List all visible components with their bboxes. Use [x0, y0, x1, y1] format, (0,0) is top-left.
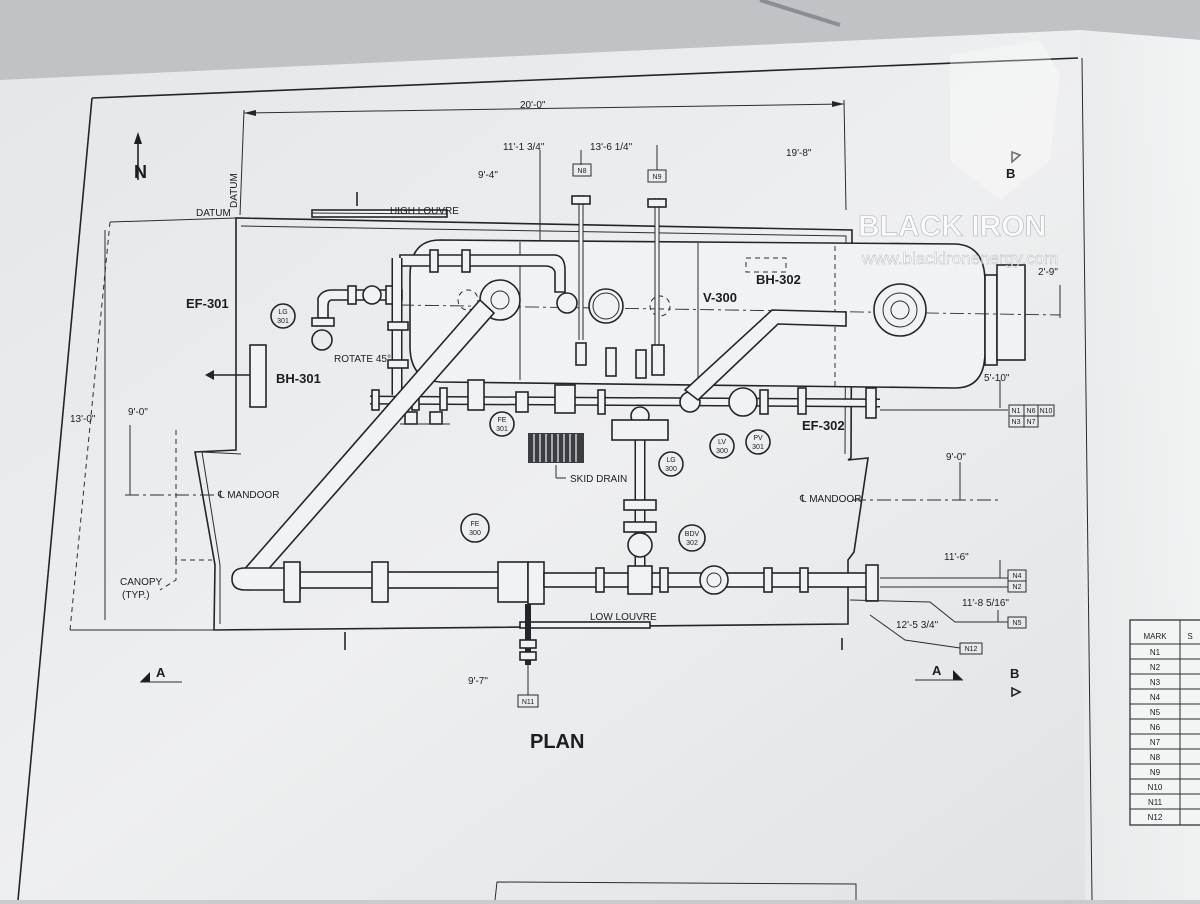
- inst-bdv302-tag: BDV: [685, 531, 700, 538]
- table-header-mark: MARK: [1143, 632, 1167, 641]
- canopy-label: CANOPY: [120, 577, 163, 588]
- table-row: N8: [1150, 753, 1161, 762]
- dim-overall: 20'-0": [520, 100, 546, 111]
- inst-fe300-num: 300: [469, 530, 481, 537]
- table-row: N2: [1150, 663, 1161, 672]
- nozzle-n2: N2: [1013, 584, 1022, 591]
- dim-n9: 13'-6 1/4": [590, 142, 633, 153]
- section-a-right: A: [932, 663, 942, 678]
- inst-lv300-num: 300: [716, 448, 728, 455]
- nozzle-n5: N5: [1013, 620, 1022, 627]
- nozzle-schedule-table: [1129, 619, 1200, 826]
- section-a-left: A: [156, 665, 166, 680]
- bottom-header-pipe: [299, 571, 501, 589]
- nozzle-n9: N9: [653, 174, 662, 181]
- nozzle-n11: N11: [522, 699, 534, 706]
- dim-right-mandoor: 9'-0": [946, 452, 966, 463]
- section-b-top: B: [1006, 166, 1015, 181]
- dim-right-side: 2'-9": [1038, 267, 1058, 278]
- nozzle-n10: N10: [1040, 408, 1053, 415]
- datum-horizontal-label: DATUM: [196, 208, 231, 219]
- nozzle-n1: N1: [1012, 408, 1021, 415]
- inst-fe300-tag: FE: [471, 521, 480, 528]
- v300-label: V-300: [703, 290, 737, 305]
- table-row: N1: [1150, 648, 1161, 657]
- high-louvre-label: HIGH LOUVRE: [390, 206, 459, 217]
- low-louvre-label: LOW LOUVRE: [590, 612, 657, 623]
- skid-drain-grate: [528, 433, 584, 463]
- watermark-url: www.blackironenergy.com: [861, 249, 1058, 268]
- inst-lg301-num: 301: [277, 318, 289, 325]
- table-header-s: S: [1187, 632, 1192, 641]
- inst-lg300-num: 300: [665, 466, 677, 473]
- table-row: N9: [1150, 768, 1161, 777]
- section-b-bottom: B: [1010, 666, 1019, 681]
- skid-drain-label: SKID DRAIN: [570, 474, 627, 485]
- dim-left-mandoor: 9'-0": [128, 407, 148, 418]
- diagonal-pipe-right: [683, 309, 847, 402]
- dim-right-n12: 12'-5 3/4": [896, 620, 939, 631]
- dim-bottom-n11: 9'-7": [468, 676, 488, 687]
- ef302-label: EF-302: [802, 418, 845, 433]
- dim-right-n5: 11'-8 5/16": [962, 598, 1009, 609]
- dim-right-n1: 5'-10": [984, 373, 1010, 384]
- table-row: N5: [1150, 708, 1161, 717]
- table-row: N11: [1148, 798, 1163, 807]
- instrument-bubbles: [270, 303, 771, 552]
- north-arrow-label: N: [134, 162, 147, 182]
- table-row: N4: [1150, 693, 1161, 702]
- inst-fe301-tag: FE: [498, 417, 507, 424]
- mandoor-left-label: ℄ MANDOOR: [217, 490, 279, 501]
- nozzle-n4: N4: [1013, 573, 1022, 580]
- nozzle-n7: N7: [1027, 419, 1036, 426]
- dim-right-n4: 11'-6": [944, 552, 969, 563]
- vessel-head-flange: [996, 264, 1026, 361]
- inst-fe301-num: 301: [496, 426, 508, 433]
- plan-title: PLAN: [530, 731, 584, 753]
- table-row: N10: [1148, 783, 1163, 792]
- dim-right-top: 19'-8": [786, 148, 812, 159]
- inst-lg300-tag: LG: [666, 457, 675, 464]
- nozzle-n12: N12: [965, 646, 978, 653]
- dim-n8: 11'-1 3/4": [503, 142, 545, 153]
- inst-pv301-num: 301: [752, 444, 764, 451]
- datum-vertical-label: DATUM: [229, 173, 240, 208]
- bh302-label: BH-302: [756, 272, 801, 287]
- table-row: N6: [1150, 723, 1161, 732]
- manway-circle: [873, 283, 927, 337]
- table-row: N3: [1150, 678, 1161, 687]
- inst-lv300-tag: LV: [718, 439, 726, 446]
- mandoor-right-label: ℄ MANDOOR: [799, 494, 861, 505]
- canopy-typ-label: (TYP.): [122, 590, 150, 601]
- nozzle-n6: N6: [1027, 408, 1036, 415]
- table-row: N12: [1148, 813, 1163, 822]
- watermark-brand: BLACK IRON: [858, 210, 1046, 243]
- nozzle-n3: N3: [1012, 419, 1021, 426]
- bdv302-valve: [699, 565, 729, 595]
- watermark-shield-icon: [950, 40, 1060, 200]
- inst-pv301-tag: PV: [753, 435, 763, 442]
- rotate-label: ROTATE 45°: [334, 354, 391, 365]
- table-row: N7: [1150, 738, 1161, 747]
- dim-left-top: 9'-4": [478, 170, 498, 181]
- nozzle-n8: N8: [578, 168, 587, 175]
- inst-bdv302-num: 302: [686, 540, 698, 547]
- low-louvre: [519, 621, 651, 629]
- ef302-flange: [865, 387, 877, 419]
- ef301-label: EF-301: [186, 296, 229, 311]
- bh301-label: BH-301: [276, 371, 321, 386]
- nozzle-tags: [517, 163, 1055, 708]
- dim-width-side: 13'-0": [70, 414, 96, 425]
- inst-lg301-tag: LG: [278, 309, 287, 316]
